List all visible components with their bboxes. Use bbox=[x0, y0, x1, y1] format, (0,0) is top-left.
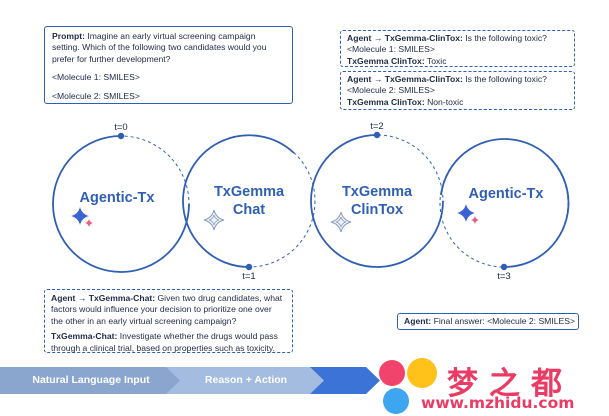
time-label-t2: t=2 bbox=[370, 121, 383, 132]
circle-3-label-line2: ClinTox bbox=[351, 202, 403, 218]
time-marker-t1 bbox=[245, 263, 253, 271]
time-marker-t0 bbox=[117, 132, 125, 140]
watermark-url: www.mzhidu.com bbox=[421, 394, 575, 412]
clintox-query-box-2: Agent → TxGemma-ClinTox: Is the followin… bbox=[340, 71, 575, 110]
sparkle-icon bbox=[71, 207, 93, 227]
watermark-logo-dot bbox=[407, 358, 437, 388]
clintox-query-2-label: Agent → TxGemma-ClinTox: bbox=[347, 74, 463, 84]
chat-reply-text: Investigate whether the drugs would pass… bbox=[51, 331, 278, 353]
prompt-molecule-1: <Molecule 1: SMILES> bbox=[52, 72, 140, 83]
prompt-text: Imagine an early virtual screening campa… bbox=[52, 31, 267, 64]
prompt-label: Prompt: bbox=[52, 31, 85, 41]
final-answer-text: Final answer: <Molecule 2: SMILES> bbox=[431, 316, 575, 326]
clintox-query-1-molecule: <Molecule 1: SMILES> bbox=[347, 44, 435, 55]
prompt-box: Prompt: Imagine an early virtual screeni… bbox=[44, 26, 293, 104]
final-answer-box: Agent: Final answer: <Molecule 2: SMILES… bbox=[397, 313, 579, 330]
time-label-t0: t=0 bbox=[114, 122, 127, 133]
clintox-query-1-text: Is the following toxic? bbox=[462, 33, 547, 43]
circle-4-label: Agentic-Tx bbox=[469, 186, 544, 202]
time-marker-t2 bbox=[373, 131, 381, 139]
time-label-t3: t=3 bbox=[497, 271, 510, 282]
final-answer-label: Agent: bbox=[404, 316, 432, 326]
clintox-reply-1-text: Toxic bbox=[424, 55, 447, 66]
sparkle-outline-icon bbox=[330, 211, 352, 233]
clintox-query-box-1: Agent → TxGemma-ClinTox: Is the followin… bbox=[340, 30, 575, 67]
agent-flow-diagram: Agentic-Tx TxGemma Chat TxGemma ClinTox … bbox=[52, 121, 570, 282]
prompt-molecule-2: <Molecule 2: SMILES> bbox=[52, 90, 140, 101]
watermark-logo-dot bbox=[383, 388, 409, 414]
pipeline-stage-input: Natural Language Input bbox=[0, 367, 182, 394]
circle-txgemma-clintox bbox=[310, 131, 444, 268]
pipeline-stage-reason-action: Reason + Action bbox=[166, 367, 326, 394]
chat-reply-label: TxGemma-Chat: bbox=[51, 331, 118, 342]
clintox-query-1-label: Agent → TxGemma-ClinTox: bbox=[347, 33, 463, 43]
clintox-reply-2-label: TxGemma ClinTox: bbox=[347, 96, 425, 107]
chat-exchange-box: Agent → TxGemma-Chat: Given two drug can… bbox=[44, 289, 293, 353]
circle-2-label-line2: Chat bbox=[233, 202, 265, 218]
circle-agentic-tx-end bbox=[439, 138, 570, 271]
clintox-reply-1-label: TxGemma ClinTox: bbox=[347, 55, 425, 66]
chat-query-label: Agent → TxGemma-Chat: bbox=[51, 293, 156, 303]
sparkle-icon bbox=[457, 204, 479, 224]
watermark-logo-dot bbox=[379, 360, 405, 386]
circle-agentic-tx-start bbox=[52, 132, 190, 273]
circle-1-label: Agentic-Tx bbox=[80, 190, 155, 206]
time-marker-t3 bbox=[500, 263, 508, 271]
clintox-query-2-molecule: <Molecule 2: SMILES> bbox=[347, 85, 435, 96]
circle-txgemma-chat bbox=[182, 134, 316, 271]
watermark: 梦之都 www.mzhidu.com bbox=[369, 354, 609, 416]
time-label-t1: t=1 bbox=[242, 271, 255, 282]
clintox-query-2-text: Is the following toxic? bbox=[462, 74, 547, 84]
chat-query-text: Given two drug candidates, what factors … bbox=[51, 293, 283, 326]
circle-2-label-line1: TxGemma bbox=[214, 184, 285, 200]
pipeline-bar: Natural Language Input Reason + Action bbox=[0, 367, 380, 394]
watermark-title: 梦之都 bbox=[447, 366, 573, 402]
sparkle-outline-icon bbox=[203, 209, 225, 231]
circle-3-label-line1: TxGemma bbox=[342, 184, 413, 200]
clintox-reply-2-text: Non-toxic bbox=[424, 96, 464, 107]
